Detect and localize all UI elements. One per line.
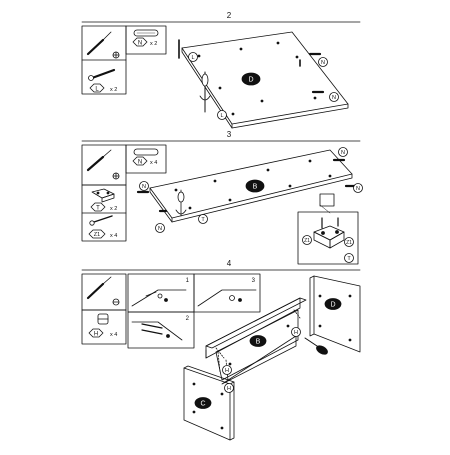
callout: H bbox=[227, 386, 231, 392]
sub-step-3: 3 bbox=[193, 273, 261, 313]
flat-screw-icon bbox=[112, 298, 120, 306]
dowel-icon bbox=[133, 29, 159, 37]
part-code: N bbox=[138, 160, 142, 166]
callout: N bbox=[158, 226, 162, 232]
sub-step-number: 2 bbox=[186, 316, 190, 322]
part-qty: x 2 bbox=[150, 41, 157, 47]
step-number: 3 bbox=[227, 130, 232, 139]
callout: T bbox=[347, 256, 351, 262]
dowel-icon bbox=[133, 148, 159, 156]
cross-screw-icon bbox=[112, 172, 120, 180]
panel-label: D bbox=[248, 77, 253, 84]
panel-B-back: B bbox=[205, 297, 307, 385]
step-number: 2 bbox=[227, 11, 232, 20]
panel-label: B bbox=[256, 339, 261, 346]
hardware-box: N x 4 T x 2 Z1 x 4 bbox=[81, 144, 167, 242]
cam-lock-icon bbox=[97, 313, 109, 325]
sub-step-2: 2 bbox=[127, 311, 195, 349]
callout: Z1 bbox=[304, 238, 310, 244]
sub-step-1: 1 bbox=[127, 273, 195, 313]
panel-D: D L L N N bbox=[178, 31, 349, 129]
part-code: N bbox=[138, 41, 142, 47]
step-4: 4 H x 4 1 bbox=[81, 259, 361, 441]
panel-label: D bbox=[330, 302, 335, 309]
callout: T bbox=[201, 217, 205, 223]
part-qty: x 4 bbox=[150, 160, 157, 166]
screwdriver-icon bbox=[86, 149, 112, 172]
callout: H bbox=[225, 368, 229, 374]
callout: N bbox=[341, 150, 345, 156]
callout: N bbox=[332, 95, 336, 101]
callout: N bbox=[142, 184, 146, 190]
part-code: L bbox=[95, 87, 99, 93]
hardware-box: H x 4 bbox=[81, 273, 127, 345]
cam-bolt-icon bbox=[88, 68, 116, 81]
screwdriver-icon bbox=[86, 31, 112, 56]
cross-screw-icon bbox=[112, 51, 120, 59]
screw-icon bbox=[89, 215, 113, 226]
part-qty: x 4 bbox=[110, 332, 117, 338]
step-number: 4 bbox=[227, 259, 232, 268]
callout: Z1 bbox=[346, 240, 352, 246]
callout: N bbox=[356, 186, 360, 192]
sub-step-number: 3 bbox=[252, 278, 256, 284]
bracket-icon bbox=[91, 188, 115, 203]
callout: L bbox=[220, 113, 223, 119]
panel-C-side: C bbox=[183, 351, 235, 441]
callout: L bbox=[191, 55, 194, 61]
panel-B: B N N N N T bbox=[136, 147, 363, 233]
part-qty: x 2 bbox=[110, 206, 117, 212]
part-qty: x 2 bbox=[110, 87, 117, 93]
callout: H bbox=[294, 330, 298, 336]
screwdriver-icon bbox=[86, 276, 112, 300]
panel-label: B bbox=[253, 184, 258, 191]
panel-label: C bbox=[200, 401, 205, 408]
hardware-box: N x 2 L x 2 bbox=[81, 25, 167, 95]
step-3: 3 N x 4 bbox=[81, 130, 363, 265]
step-2: 2 N x 2 bbox=[81, 11, 361, 129]
sub-step-number: 1 bbox=[186, 278, 190, 284]
panel-D-side: D bbox=[304, 275, 361, 355]
part-code: Z1 bbox=[94, 232, 100, 238]
callout: N bbox=[321, 60, 325, 66]
hinge-detail-inset: Z1 Z1 T bbox=[297, 193, 359, 265]
part-qty: x 4 bbox=[110, 233, 117, 239]
part-code: H bbox=[94, 332, 98, 338]
part-code: T bbox=[96, 206, 100, 212]
